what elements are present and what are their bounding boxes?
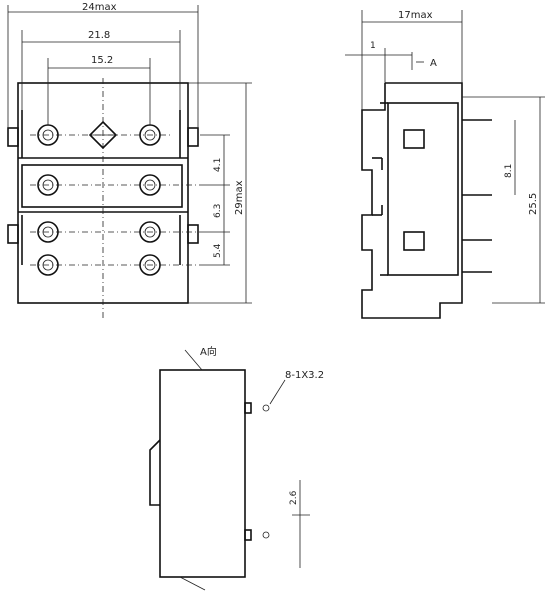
- side-view-body: [361, 82, 463, 319]
- dim-height: 29max: [234, 180, 245, 215]
- screw-terminal: [37, 221, 59, 243]
- label-pin-spec: 8-1X3.2: [285, 370, 324, 381]
- bottom-view: A向 8-1X3.2 2.6: [149, 345, 324, 591]
- right-tab-bottom: [187, 224, 199, 244]
- dim-depth: 17max: [398, 10, 433, 21]
- dim-pin-span: 8.1: [504, 164, 514, 178]
- front-view: 24max 21.8 15.2 4.1 6.3 5.4 29max: [7, 2, 252, 320]
- bottom-pin-bottom: [244, 529, 252, 541]
- orientation-mark: [88, 120, 118, 150]
- side-view-inner: [387, 102, 459, 276]
- left-tab-bottom: [7, 224, 19, 244]
- right-tab-top: [187, 127, 199, 147]
- left-tab-top: [7, 127, 19, 147]
- label-a: A: [430, 58, 437, 69]
- screw-terminal: [139, 254, 161, 276]
- dim-pitch-2: 6.3: [213, 204, 223, 218]
- dim-pin-spacing: 15.2: [91, 55, 113, 66]
- screw-terminal: [37, 174, 59, 196]
- screw-terminal: [37, 254, 59, 276]
- dim-pitch-3: 5.4: [213, 243, 223, 258]
- dim-body-height: 25.5: [528, 193, 539, 215]
- dim-offset: 1: [370, 41, 376, 51]
- screw-terminal: [139, 221, 161, 243]
- side-window-top: [403, 129, 425, 149]
- screw-terminal: [139, 174, 161, 196]
- bottom-pin-top: [244, 402, 252, 414]
- screw-terminals: [37, 124, 161, 276]
- side-window-bottom: [403, 231, 425, 251]
- dim-total-width: 24max: [82, 2, 117, 13]
- dim-spacing: 2.6: [289, 490, 299, 505]
- dim-pitch-1: 4.1: [213, 158, 223, 172]
- dim-inner-width: 21.8: [88, 30, 110, 41]
- side-view: 17max 1 A 25.5 8.1: [345, 10, 545, 319]
- front-view-middle-bar: [21, 164, 183, 208]
- label-section: A向: [200, 345, 217, 358]
- bottom-view-body: [159, 369, 246, 578]
